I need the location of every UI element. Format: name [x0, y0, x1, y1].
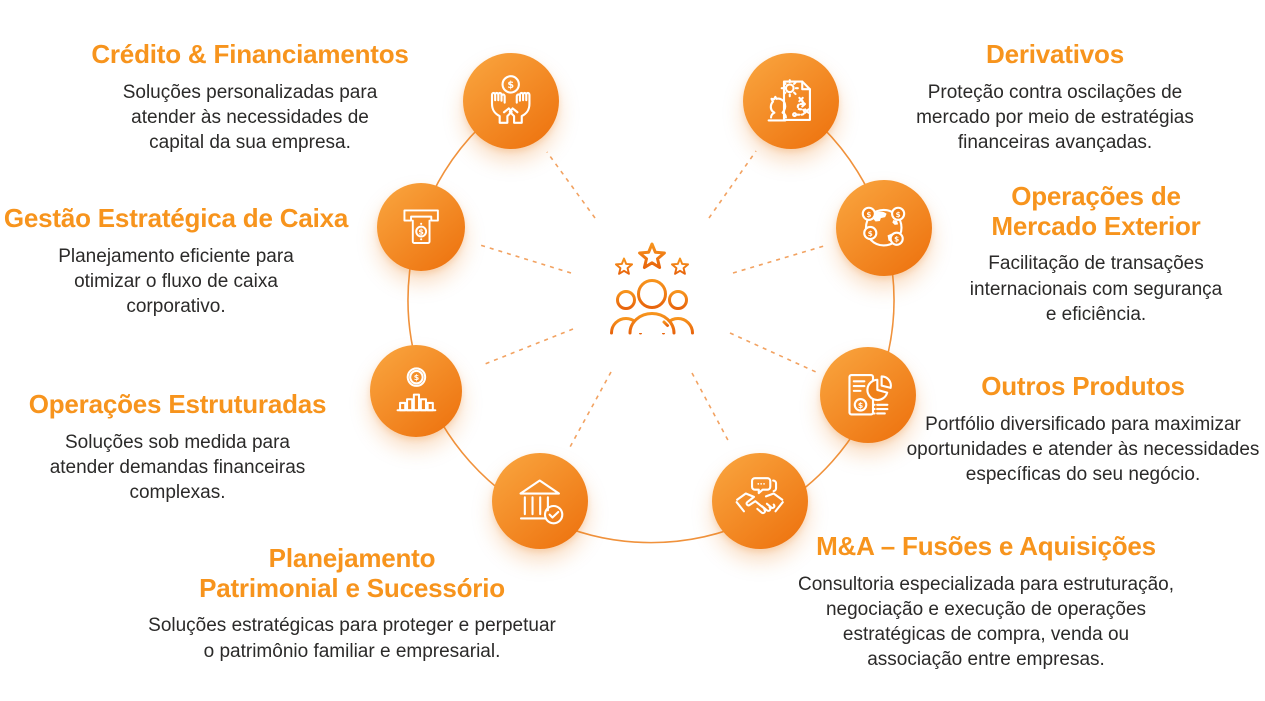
item-description: Planejamento eficiente para otimizar o f… — [58, 245, 294, 318]
item-title: Gestão Estratégica de Caixa — [3, 203, 349, 233]
item-circle-derivativos — [743, 53, 839, 149]
item-title: Derivativos — [986, 39, 1124, 69]
item-circle-credito: $ — [463, 53, 559, 149]
item-credito: Crédito & Financiamentos Soluções person… — [75, 39, 425, 155]
svg-text:$: $ — [894, 235, 899, 244]
report-pie-chart-icon: $ — [848, 374, 893, 416]
item-description: Soluções estratégicas para proteger e pe… — [148, 615, 556, 662]
item-title: Crédito & Financiamentos — [91, 39, 409, 69]
item-title: Outros Produtos — [981, 371, 1185, 401]
people-with-stars-icon — [606, 242, 698, 335]
item-description: Consultoria especializada para estrutura… — [798, 573, 1174, 671]
item-description: Soluções personalizadas para atender às … — [122, 81, 378, 154]
hands-holding-coin-icon: $ — [491, 75, 531, 125]
bank-checkmark-icon — [519, 479, 564, 525]
item-circle-ma — [712, 453, 808, 549]
item-circle-gestao: $ — [377, 183, 465, 271]
item-derivativos: Derivativos Proteção contra oscilações d… — [880, 39, 1230, 155]
item-description: Soluções sob medida para atender demanda… — [49, 431, 306, 504]
item-title: Planejamento Patrimonial e Sucessório — [199, 543, 505, 603]
atm-cash-icon: $ — [403, 209, 439, 244]
item-outros: Outros Produtos Portfólio diversificado … — [898, 371, 1265, 487]
item-title: Operações Estruturadas — [28, 389, 327, 419]
item-title: Operações de Mercado Exterior — [991, 181, 1201, 241]
svg-text:$: $ — [896, 210, 901, 219]
item-exterior: Operações de Mercado Exterior Facilitaçã… — [935, 181, 1257, 327]
svg-text:$: $ — [413, 373, 418, 382]
item-description: Proteção contra oscilações de mercado po… — [916, 81, 1194, 154]
connector-ring — [407, 100, 895, 544]
item-patrimonial: Planejamento Patrimonial e Sucessório So… — [128, 543, 576, 664]
item-description: Facilitação de transações internacionais… — [969, 253, 1223, 325]
svg-text:$: $ — [868, 229, 873, 238]
dashed-rays — [479, 150, 825, 448]
chess-strategy-icon — [767, 79, 812, 122]
item-circle-outros: $ — [820, 347, 916, 443]
item-circle-estruturadas: $ — [370, 345, 462, 437]
svg-text:$: $ — [418, 227, 424, 236]
item-gestao: Gestão Estratégica de Caixa Planejamento… — [0, 203, 352, 319]
svg-text:$: $ — [508, 81, 515, 92]
svg-text:$: $ — [858, 401, 863, 410]
svg-text:$: $ — [867, 210, 872, 219]
item-circle-patrimonial — [492, 453, 588, 549]
coin-bar-chart-icon: $ — [396, 366, 436, 411]
item-description: Portfólio diversificado para maximizar o… — [906, 413, 1260, 486]
item-estruturadas: Operações Estruturadas Soluções sob medi… — [5, 389, 350, 505]
item-title: M&A – Fusões e Aquisições — [816, 531, 1156, 561]
handshake-chat-icon — [735, 477, 785, 515]
item-ma: M&A – Fusões e Aquisições Consultoria es… — [772, 531, 1200, 673]
item-circle-exterior: $ $ $ $ — [836, 180, 932, 276]
globe-currency-icon: $ $ $ $ — [862, 206, 906, 247]
